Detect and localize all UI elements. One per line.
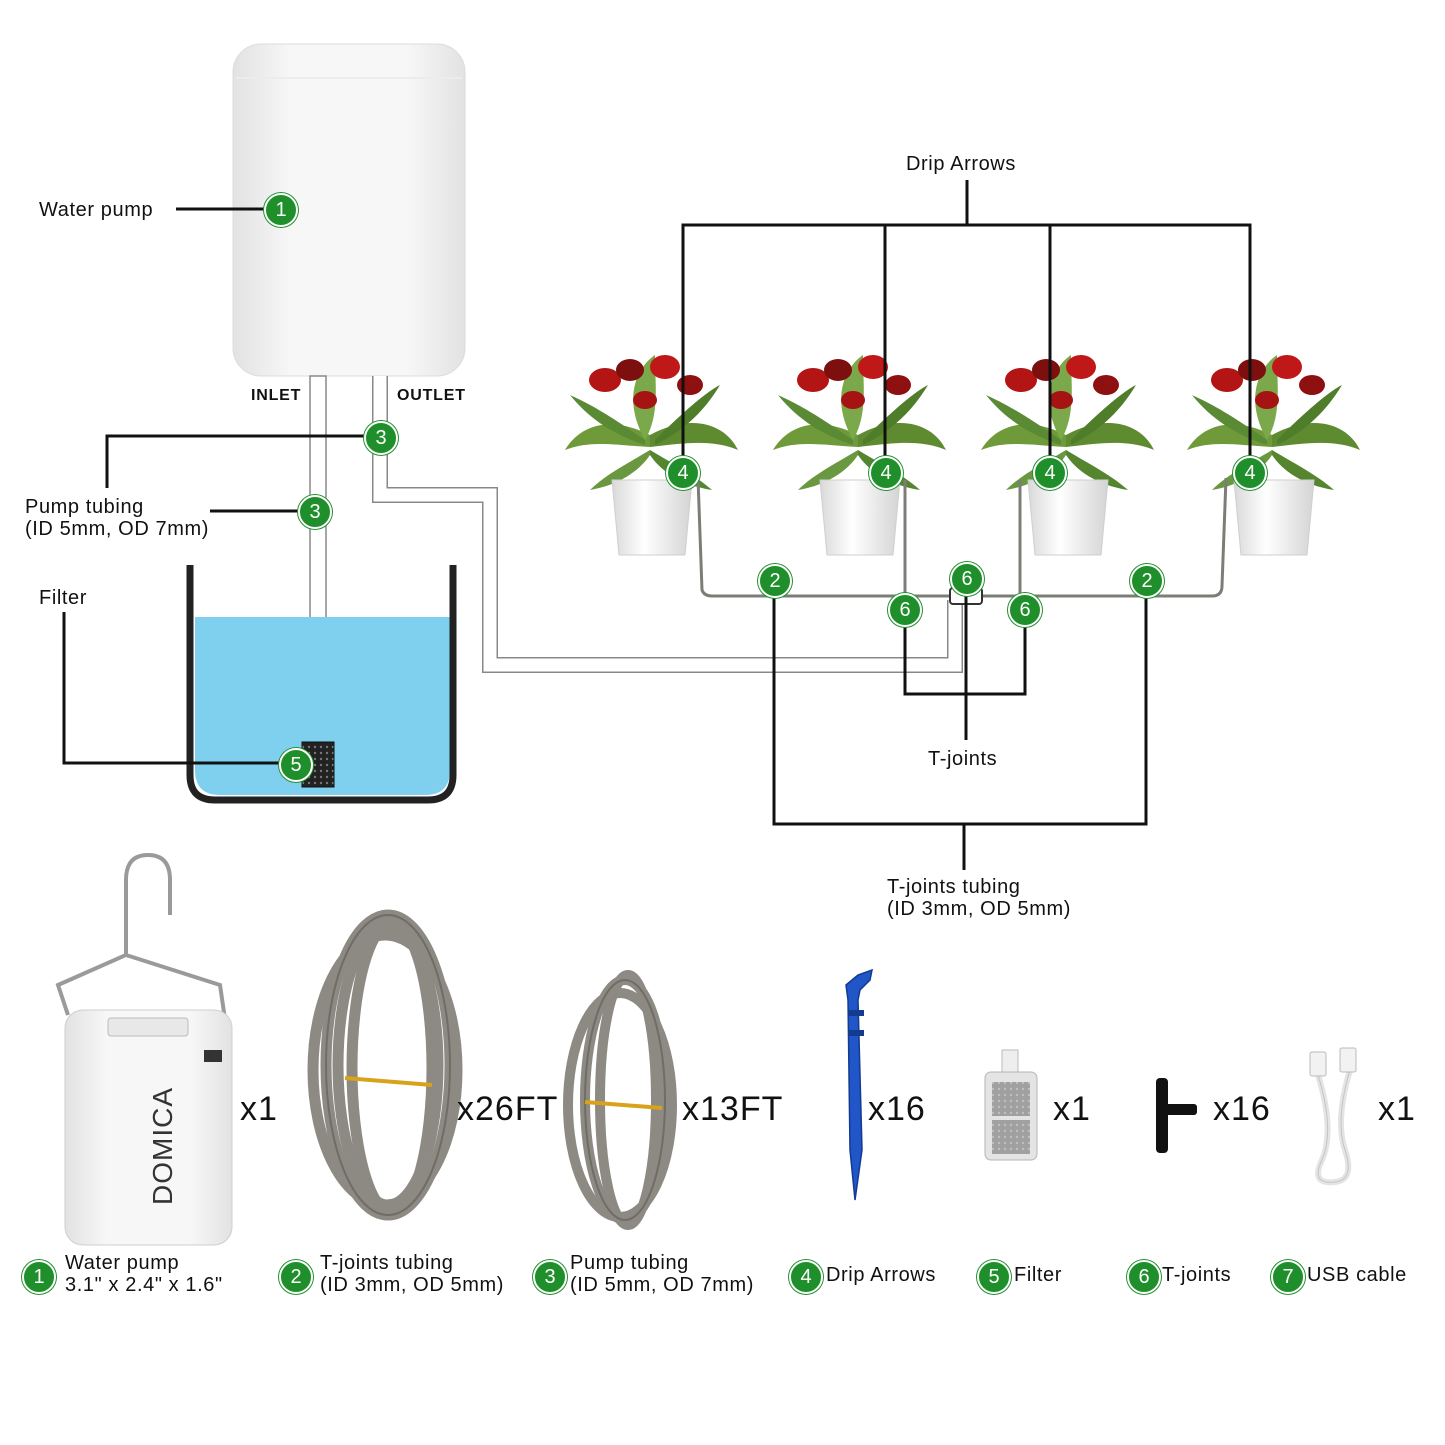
pump-brand-text: DOMICA bbox=[147, 1087, 178, 1205]
legend-usb-cable: USB cable bbox=[1307, 1264, 1407, 1286]
legend-badge-1: 1 bbox=[22, 1260, 56, 1294]
badge-6-t-joint-center: 6 bbox=[950, 562, 984, 596]
t-joints-tubing-label: T-joints tubing bbox=[887, 876, 1021, 898]
legend-badge-6: 6 bbox=[1127, 1260, 1161, 1294]
badge-4-drip-arrow-1: 4 bbox=[666, 456, 700, 490]
water-illustration bbox=[195, 617, 450, 795]
qty-usb-cable: x1 bbox=[1378, 1090, 1416, 1128]
inlet-label: INLET bbox=[251, 387, 302, 404]
filter-product-illustration bbox=[984, 1049, 1038, 1161]
plant-pot-1 bbox=[565, 355, 738, 556]
badge-5-filter: 5 bbox=[279, 748, 313, 782]
badge-4-drip-arrow-4: 4 bbox=[1233, 456, 1267, 490]
badge-3-inlet-tubing: 3 bbox=[298, 495, 332, 529]
legend-pump-tubing-spec: (ID 5mm, OD 7mm) bbox=[570, 1274, 755, 1296]
leader-lines bbox=[62, 180, 1252, 870]
bucket-illustration bbox=[186, 565, 457, 804]
qty-pump-tubing: x13FT bbox=[682, 1090, 784, 1128]
plant-pot-4 bbox=[1187, 355, 1360, 556]
water-pump-label: Water pump bbox=[39, 199, 154, 221]
usb-plug-icon bbox=[1309, 1051, 1327, 1077]
micro-usb-plug-icon bbox=[1339, 1047, 1357, 1073]
legend-badge-5: 5 bbox=[977, 1260, 1011, 1294]
badge-2-tubing-left: 2 bbox=[758, 564, 792, 598]
qty-filter: x1 bbox=[1053, 1090, 1091, 1128]
tubing-coil-26ft-illustration bbox=[307, 909, 463, 1221]
drip-arrow-illustration bbox=[845, 968, 873, 1201]
qty-t-joints: x16 bbox=[1213, 1090, 1271, 1128]
plant-pot-3 bbox=[981, 355, 1154, 556]
pump-tubing-label: Pump tubing bbox=[25, 496, 144, 518]
legend-water-pump: Water pump bbox=[65, 1252, 180, 1274]
qty-water-pump: x1 bbox=[240, 1090, 278, 1128]
legend-t-joints-tubing: T-joints tubing bbox=[320, 1252, 454, 1274]
product-pump-illustration bbox=[55, 852, 233, 1246]
qty-drip-arrows: x16 bbox=[868, 1090, 926, 1128]
filter-label: Filter bbox=[39, 587, 88, 609]
legend-water-pump-size: 3.1" x 2.4" x 1.6" bbox=[65, 1274, 223, 1296]
badge-2-tubing-right: 2 bbox=[1130, 564, 1164, 598]
badge-3-outlet-tubing: 3 bbox=[364, 421, 398, 455]
tubing-coil-13ft-illustration bbox=[563, 970, 677, 1230]
legend-t-joints-tubing-spec: (ID 3mm, OD 5mm) bbox=[320, 1274, 505, 1296]
pump-tubing-spec-label: (ID 5mm, OD 7mm) bbox=[25, 518, 210, 540]
plant-pot-2 bbox=[773, 355, 946, 556]
legend-badge-3: 3 bbox=[533, 1260, 567, 1294]
legend-drip-arrows: Drip Arrows bbox=[826, 1264, 936, 1286]
badge-6-t-joint-right: 6 bbox=[1008, 593, 1042, 627]
usb-cable-illustration bbox=[1315, 1069, 1353, 1186]
badge-1-water-pump: 1 bbox=[264, 193, 298, 227]
badge-4-drip-arrow-2: 4 bbox=[869, 456, 903, 490]
badge-4-drip-arrow-3: 4 bbox=[1033, 456, 1067, 490]
qty-t-joints-tubing: x26FT bbox=[457, 1090, 559, 1128]
outlet-label: OUTLET bbox=[397, 387, 466, 404]
legend-filter: Filter bbox=[1014, 1264, 1063, 1286]
legend-pump-tubing: Pump tubing bbox=[570, 1252, 689, 1274]
drip-arrows-label: Drip Arrows bbox=[906, 153, 1016, 175]
t-joint-product-illustration bbox=[1156, 1078, 1197, 1153]
badge-6-t-joint-left: 6 bbox=[888, 593, 922, 627]
legend-t-joints: T-joints bbox=[1162, 1264, 1232, 1286]
legend-badge-4: 4 bbox=[789, 1260, 823, 1294]
t-joints-label: T-joints bbox=[928, 748, 998, 770]
legend-badge-7: 7 bbox=[1271, 1260, 1305, 1294]
legend-badge-2: 2 bbox=[279, 1260, 313, 1294]
t-joints-tubing-spec-label: (ID 3mm, OD 5mm) bbox=[887, 898, 1072, 920]
